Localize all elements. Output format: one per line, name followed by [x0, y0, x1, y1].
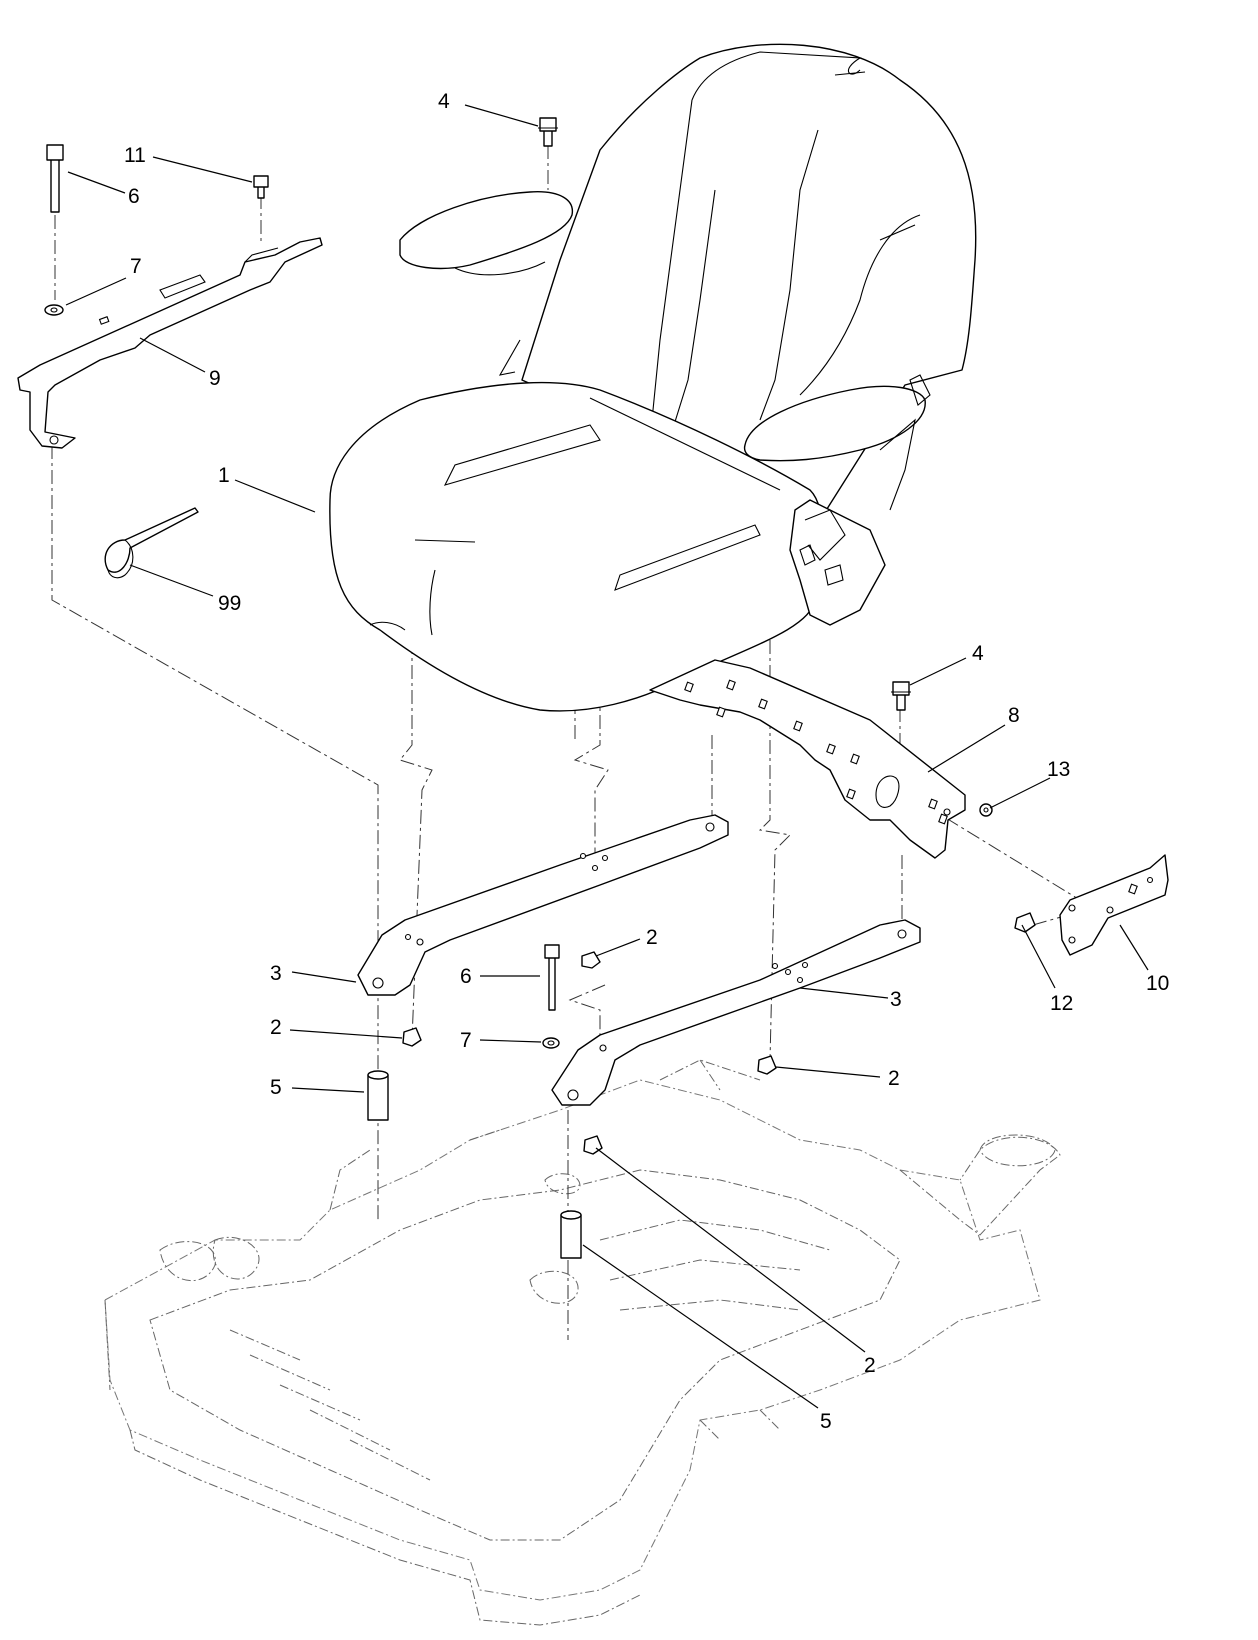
callout-2: 2	[646, 926, 658, 949]
seat	[329, 43, 977, 712]
callout-6: 6	[128, 185, 140, 208]
callout-3: 3	[890, 988, 902, 1011]
callout-4: 4	[972, 642, 984, 665]
callout-labels: 4 11 6 7 9 1 99 4 8 13 2 3 6 3 10 12 2 7…	[124, 90, 1169, 1433]
callout-2: 2	[864, 1354, 876, 1377]
left-seat-rail	[357, 814, 729, 996]
callout-6: 6	[460, 965, 472, 988]
left-rail-bracket	[17, 237, 323, 449]
callout-10: 10	[1146, 972, 1169, 995]
right-seat-rail	[551, 919, 921, 1106]
center-seat-bracket	[649, 659, 966, 859]
leader-lines	[65, 104, 1149, 1409]
callout-13: 13	[1047, 758, 1070, 781]
fasteners	[44, 117, 1036, 1259]
callout-4: 4	[438, 90, 450, 113]
callout-8: 8	[1008, 704, 1020, 727]
mower-frame-phantom	[104, 1059, 1061, 1626]
callout-2: 2	[270, 1016, 282, 1039]
callout-5: 5	[270, 1076, 282, 1099]
callout-3: 3	[270, 962, 282, 985]
callout-7: 7	[460, 1029, 472, 1052]
callout-99: 99	[218, 592, 241, 615]
callout-9: 9	[209, 367, 221, 390]
callout-12: 12	[1050, 992, 1073, 1015]
callout-11: 11	[124, 144, 146, 167]
callout-1: 1	[218, 464, 230, 487]
switch-bracket	[1059, 854, 1169, 956]
callout-2: 2	[888, 1067, 900, 1090]
callout-5: 5	[820, 1410, 832, 1433]
callout-7: 7	[130, 255, 142, 278]
